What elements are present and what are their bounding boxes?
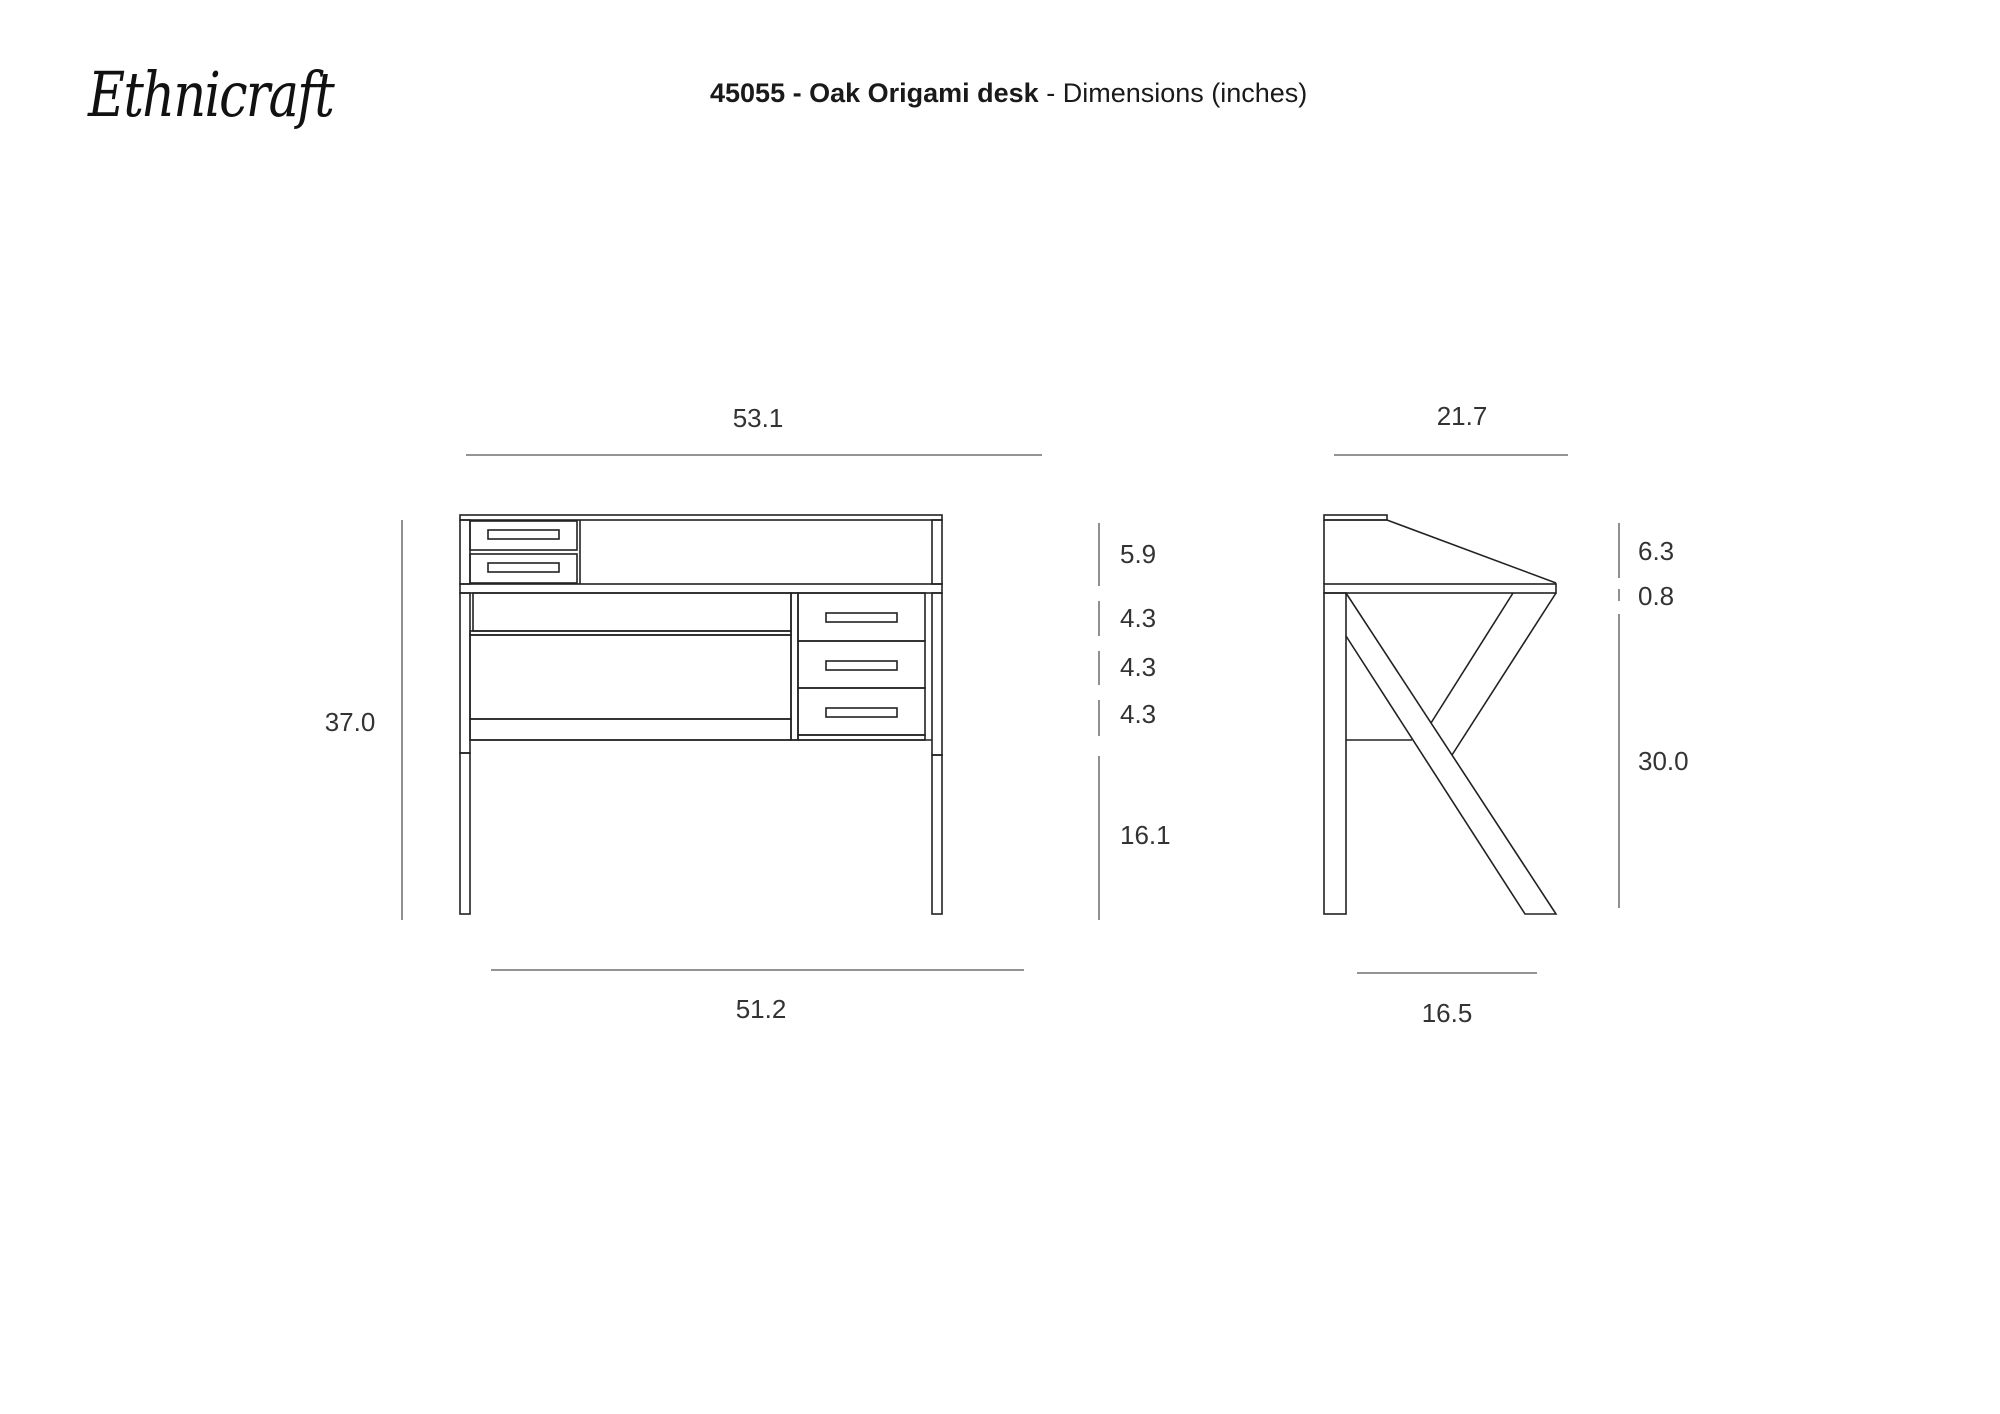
dim-drawer-3: 4.3: [1120, 699, 1156, 729]
back-leg: [1323, 592, 1347, 915]
left-side-panel: [459, 592, 471, 754]
dim-overall-height: 37.0: [325, 707, 376, 737]
open-compartment: [472, 592, 792, 632]
drawer-handle: [825, 660, 898, 671]
ethnicraft-logo: Ethnicraft: [88, 58, 335, 131]
upper-drawer: [469, 553, 578, 584]
open-shelf: [469, 634, 792, 720]
dim-drawer-1: 4.3: [1120, 603, 1156, 633]
desktop-panel: [1323, 583, 1557, 594]
left-leg: [459, 752, 471, 915]
diagonal-brace: [1430, 592, 1514, 724]
desktop-panel: [459, 583, 943, 594]
dim-leg-span: 51.2: [736, 994, 787, 1024]
product-code: 45055: [710, 78, 786, 108]
product-name: Oak Origami desk: [809, 78, 1039, 108]
dim-overall-depth: 21.7: [1437, 401, 1488, 431]
title-subtitle: Dimensions (inches): [1062, 78, 1308, 108]
drawer-handle: [825, 707, 898, 718]
front-view-dimension-lines: [401, 454, 1100, 971]
dim-leg-clearance: 16.1: [1120, 820, 1171, 850]
upper-drawer: [469, 520, 578, 551]
drawer-handle: [487, 562, 560, 573]
diagonal-leg: [1345, 592, 1558, 915]
title-separator: -: [785, 78, 810, 108]
drawer-handle: [487, 529, 560, 540]
dim-base-depth: 16.5: [1422, 998, 1473, 1028]
page-title: 45055 - Oak Origami desk - Dimensions (i…: [710, 78, 1307, 109]
top-cap: [459, 514, 943, 521]
right-drawer: [797, 592, 926, 642]
dim-upper-section: 5.9: [1120, 539, 1156, 569]
dim-upper-section: 6.3: [1638, 536, 1674, 566]
right-upper-post: [931, 519, 943, 585]
right-side-panel: [931, 592, 943, 756]
right-drawer: [797, 687, 926, 736]
dim-overall-width: 53.1: [733, 403, 784, 433]
front-view-desk: [459, 514, 943, 915]
dim-top-thickness: 0.8: [1638, 581, 1674, 611]
side-view-dimension-lines: [1334, 454, 1620, 974]
left-upper-post: [459, 519, 471, 585]
right-leg: [931, 754, 943, 915]
dim-desk-height: 30.0: [1638, 746, 1689, 776]
drawer-handle: [825, 612, 898, 623]
title-separator: -: [1038, 78, 1063, 108]
side-view-desk: [1323, 514, 1558, 915]
dim-drawer-2: 4.3: [1120, 652, 1156, 682]
right-drawer: [797, 640, 926, 689]
